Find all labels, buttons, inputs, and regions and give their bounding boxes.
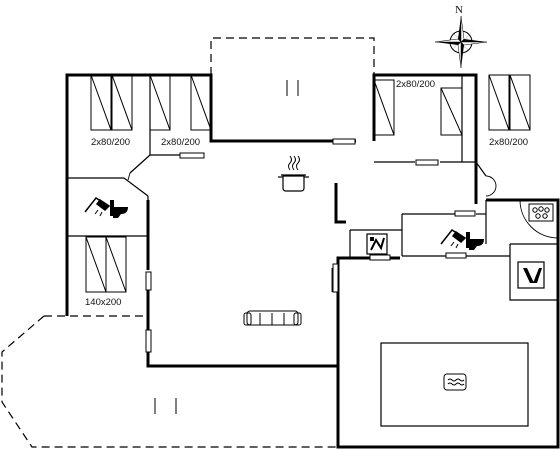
pool	[380, 342, 529, 427]
door-swings	[127, 172, 559, 292]
sauna-icon	[517, 261, 545, 289]
terrace-outlines	[1, 37, 375, 448]
pool-icon	[443, 373, 467, 391]
bed-label: 2x80/200	[161, 137, 200, 148]
bed-label: 2x80/200	[489, 137, 528, 148]
bed-top-center-left	[149, 74, 212, 131]
bed-label: 140x200	[85, 297, 121, 308]
bed-top-left	[90, 74, 133, 131]
bed-label: 2x80/200	[396, 79, 435, 90]
terrace-markers	[154, 80, 299, 414]
interior-walls	[67, 75, 558, 301]
shower-toilet-icon	[84, 197, 128, 218]
sofa-icon	[243, 310, 302, 326]
shower-toilet-icon	[440, 229, 484, 250]
windows	[145, 138, 476, 353]
compass-rose-icon	[434, 15, 488, 69]
hob-icon	[528, 203, 554, 222]
bed-top-right-b	[488, 74, 531, 131]
bed-left-single	[85, 236, 127, 293]
right-outer-wall	[146, 198, 560, 449]
bed-top-right-a	[373, 79, 463, 136]
cooking-pot-icon	[278, 155, 309, 192]
compass-north-label: N	[455, 4, 463, 16]
exterior-walls	[65, 73, 478, 316]
washing-machine-icon	[366, 233, 388, 255]
bed-label: 2x80/200	[91, 137, 130, 148]
